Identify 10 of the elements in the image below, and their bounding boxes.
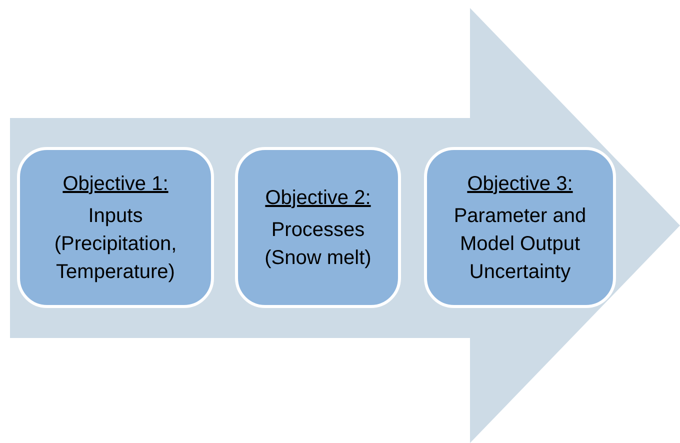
box-text: Inputs (Precipitation, Temperature) [53,204,178,284]
box-heading: Objective 3: [467,172,573,196]
objective-box [424,147,616,308]
arrow-shape [10,8,680,443]
objective-box [17,147,214,308]
box-text: Parameter and Model Output Uncertainty [452,204,588,284]
box-heading: Objective 1: [62,172,168,196]
box-text: Processes (Snow melt) [264,218,372,270]
box-heading: Objective 2: [265,186,371,210]
objective-box [235,147,401,308]
